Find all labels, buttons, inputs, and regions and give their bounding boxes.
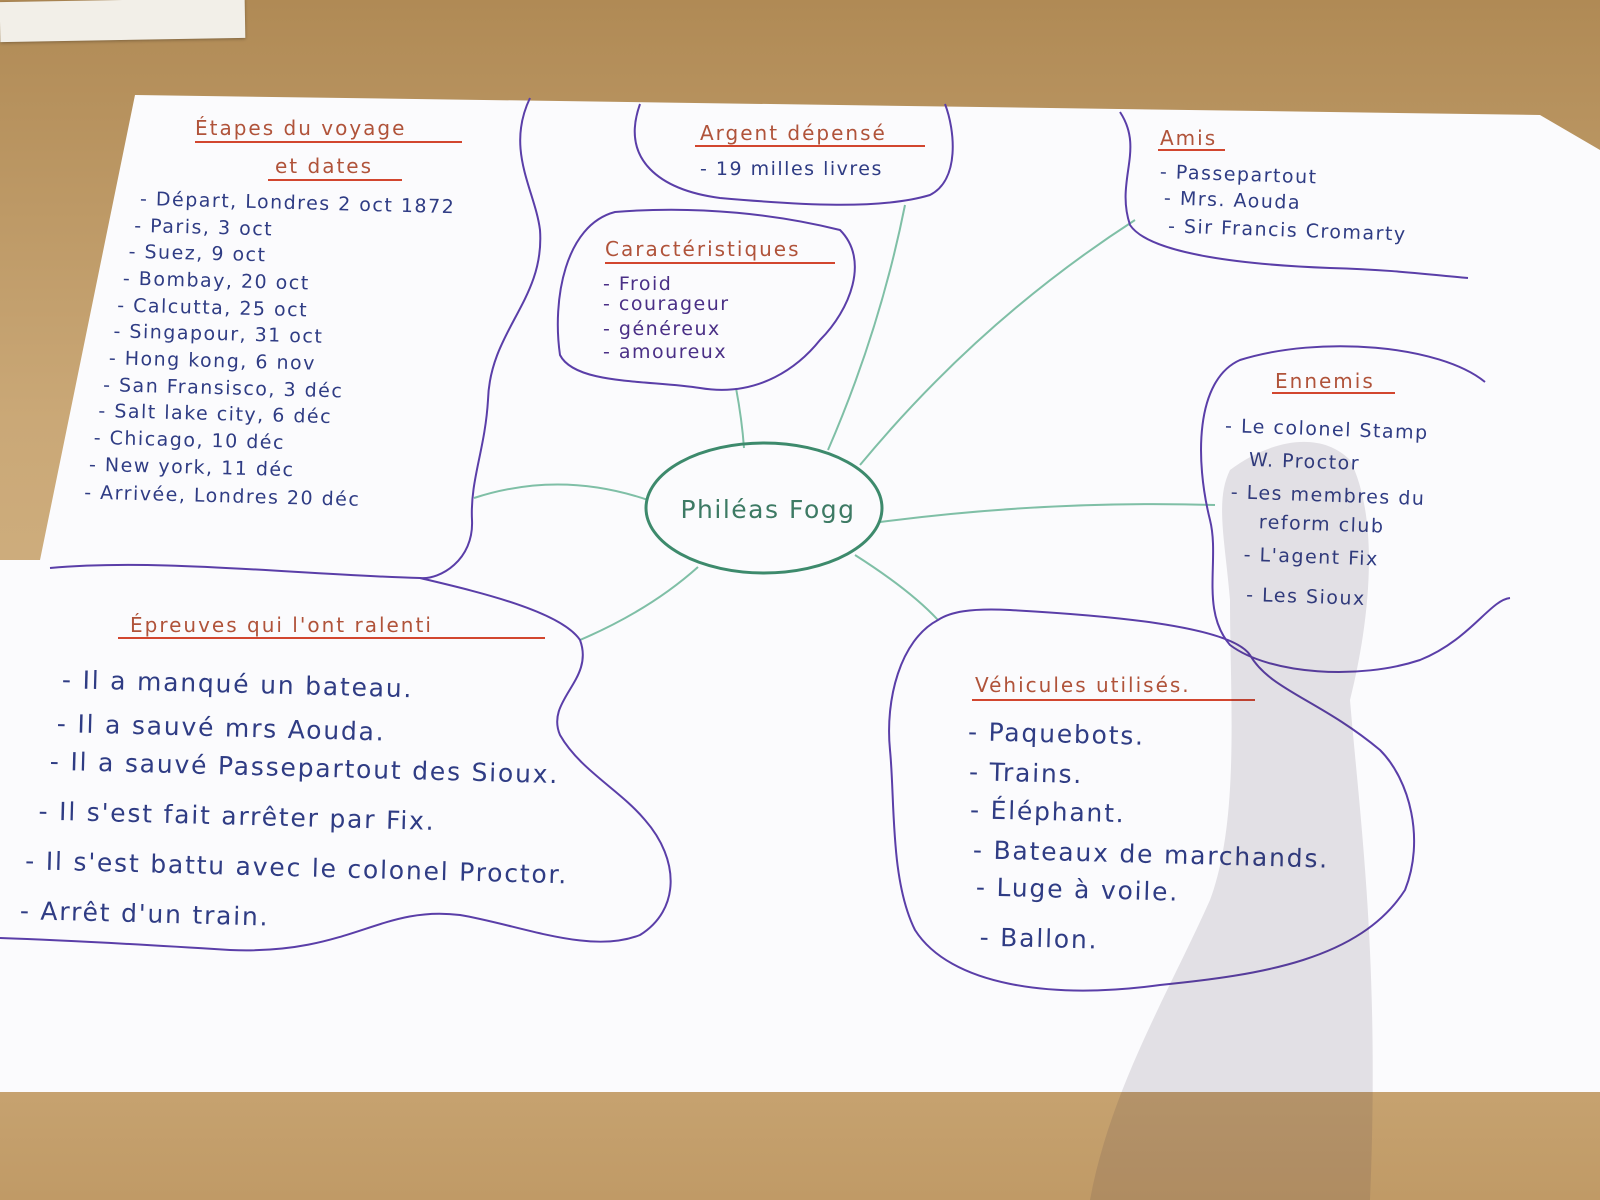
ennemis-outline [1200,345,1511,673]
ennemis-branch: Ennemis - Le colonel Stamp W. Proctor - … [1225,369,1429,610]
caracteristiques-title: Caractéristiques [605,237,801,261]
ennemis-item-4: reform club [1258,511,1384,537]
amis-item-2: - Mrs. Aouda [1164,187,1302,214]
vehicules-outline [888,608,1416,992]
central-node-outline [644,441,884,575]
vehicules-title: Véhicules utilisés. [975,673,1191,697]
ennemis-item-5: - L'agent Fix [1243,544,1379,571]
amis-title: Amis [1160,126,1217,150]
vehicules-item-6: - Ballon. [979,922,1098,954]
caracteristiques-item-1: - Froid [603,273,672,295]
caracteristiques-branch: Caractéristiques - Froid - courageur - g… [603,237,801,363]
etapes-item-11: - New york, 11 déc [89,454,295,481]
etapes-item-3: - Suez, 9 oct [128,241,266,267]
etapes-item-7: - Hong kong, 6 nov [109,347,317,374]
vehicules-item-2: - Trains. [969,757,1084,789]
vehicules-item-3: - Éléphant. [970,795,1126,828]
ennemis-title: Ennemis [1275,369,1375,393]
etapes-outline [49,97,542,580]
etapes-title-line1: Étapes du voyage [195,116,406,140]
epreuves-outline [0,577,672,952]
amis-outline [1119,111,1469,279]
argent-branch: Argent dépensé - 19 milles livres [700,121,887,180]
vehicules-item-1: - Paquebots. [968,717,1146,751]
etapes-item-10: - Chicago, 10 déc [93,427,285,454]
etapes-title-line2: et dates [275,154,373,178]
hand-shadow [1090,441,1373,1200]
central-node-label: Philéas Fogg [680,495,855,524]
etapes-item-5: - Calcutta, 25 oct [117,294,308,321]
argent-outline [633,103,954,206]
ennemis-item-6: - Les Sioux [1246,584,1366,610]
connector-lines [473,204,1216,641]
title-underlines [118,141,1395,701]
paper-sheet [0,95,1600,1092]
caracteristiques-item-3: - généreux [603,318,721,340]
argent-item-1: - 19 milles livres [700,158,883,180]
etapes-item-4: - Bombay, 20 oct [123,268,310,295]
caracteristiques-item-2: - courageur [603,293,730,315]
ennemis-item-2: W. Proctor [1249,449,1361,475]
caracteristiques-item-4: - amoureux [603,341,727,363]
vehicules-item-5: - Luge à voile. [976,872,1180,906]
etapes-item-2: - Paris, 3 oct [134,215,273,241]
argent-title: Argent dépensé [700,121,887,145]
epreuves-item-6: - Arrêt d'un train. [20,896,270,932]
caracteristiques-outline [556,208,856,391]
etapes-branch: Étapes du voyage et dates - Départ, Lond… [84,116,455,511]
etapes-item-6: - Singapour, 31 oct [113,320,323,347]
epreuves-title: Épreuves qui l'ont ralenti [130,613,433,637]
